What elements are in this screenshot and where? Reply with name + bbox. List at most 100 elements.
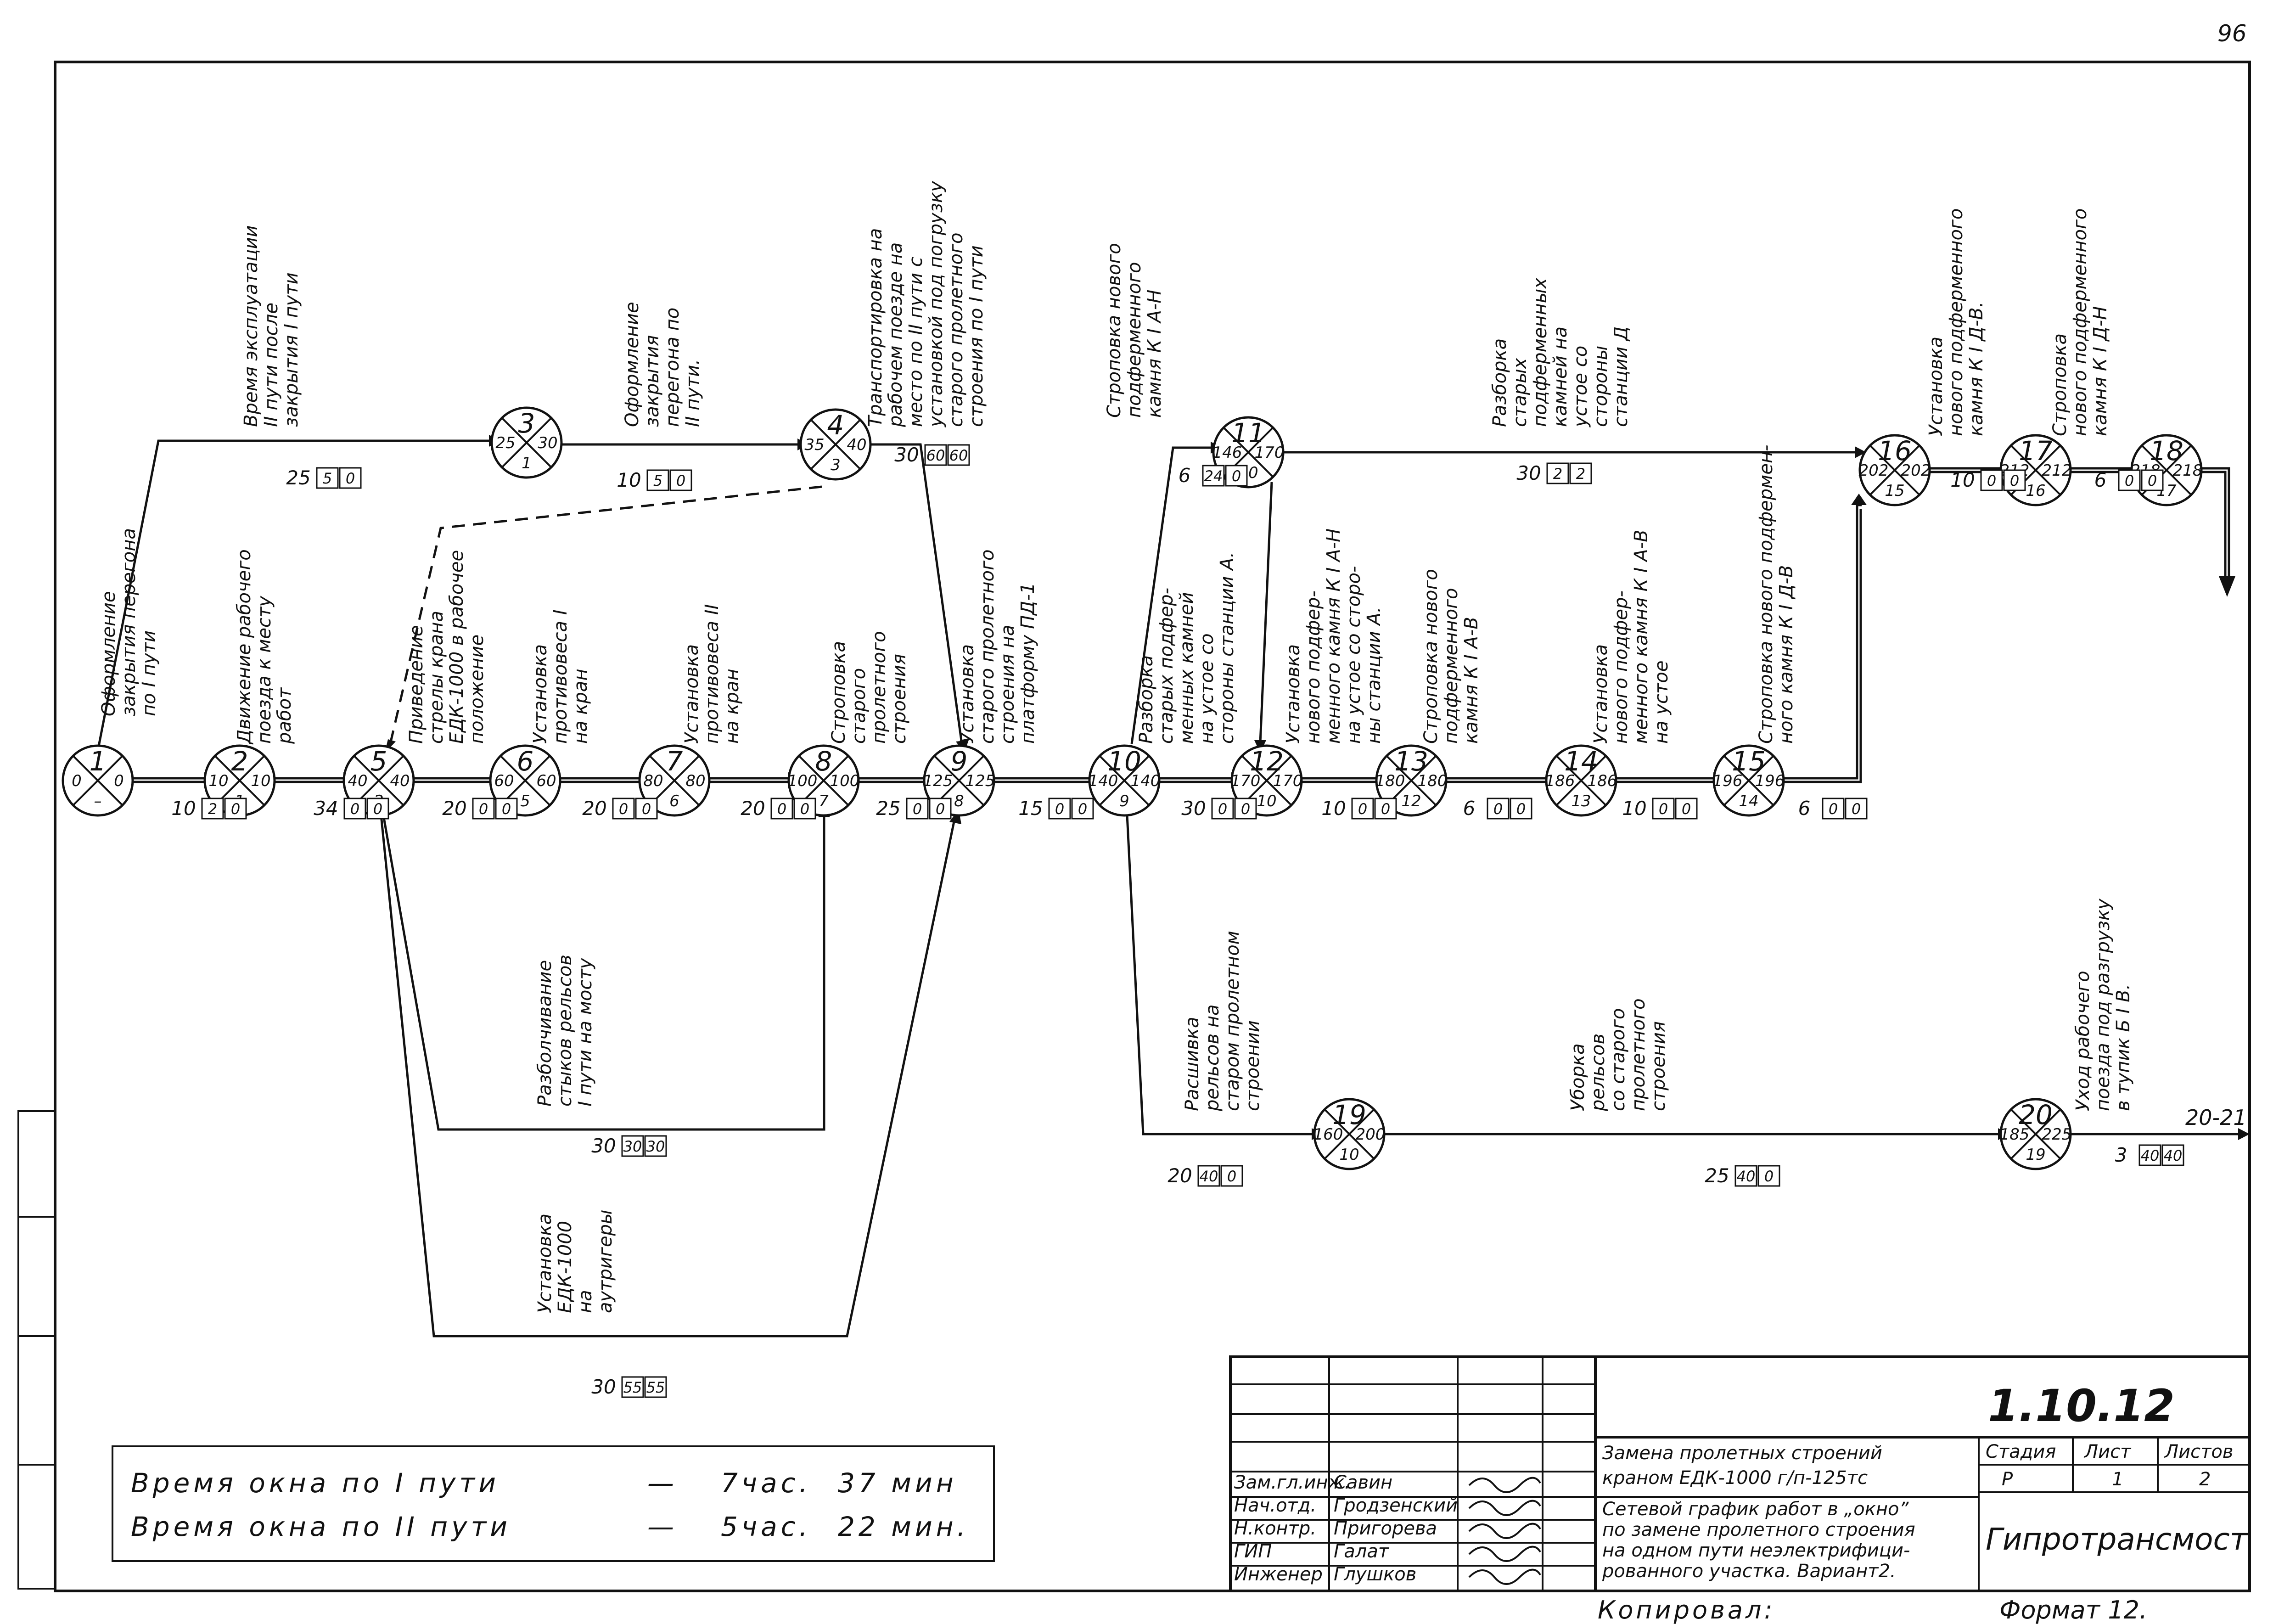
node-number: 19	[1332, 1099, 1366, 1130]
node-divider	[501, 417, 552, 468]
node-divider	[353, 755, 404, 806]
resource-box	[1675, 798, 1698, 820]
activity-text-line: на	[575, 1290, 596, 1313]
signature-row: Н.контр.Пригорева	[1234, 1518, 1541, 1539]
resource-box	[1546, 462, 1569, 484]
node-number: 5	[370, 746, 387, 777]
node-early-time: 80	[643, 772, 663, 790]
activity-text-line: подферменного	[1124, 262, 1145, 418]
activity-text-line: нового подферменного	[2070, 208, 2091, 436]
activity-text-line: Установка	[1590, 644, 1611, 744]
activity-text-line: закрытия	[642, 335, 663, 427]
resource-value: 0	[1516, 800, 1526, 818]
resource-value: 0	[2010, 472, 2019, 489]
activity-duration: 10	[1321, 797, 1346, 820]
activity-text-line: Разборка	[1489, 338, 1510, 427]
stage-value: Р	[2002, 1469, 2013, 1490]
activity-duration: 15	[1018, 797, 1043, 820]
activity-text-line: со старого	[1608, 1008, 1629, 1111]
activity-text-line: строения	[889, 654, 910, 744]
activity-duration: 20	[442, 797, 466, 820]
activity-text-line: Разборка	[1136, 655, 1157, 744]
window-time-row1-minutes: 37 мин	[838, 1467, 957, 1499]
resource-value: 0	[1852, 800, 1861, 818]
activity-text-line: поезда к месту	[254, 596, 275, 744]
format-label: Формат 12.	[1999, 1596, 2147, 1624]
stage-header: Стадия	[1986, 1441, 2056, 1462]
node-early-time: 25	[495, 434, 515, 452]
activity-duration: 25	[876, 797, 900, 820]
activity-duration: 30	[591, 1135, 616, 1157]
node-late-time: 80	[685, 772, 705, 790]
activity-text-line: работ	[274, 687, 295, 744]
sheet-header: Лист	[2083, 1441, 2132, 1462]
activity-text-line: положение	[466, 635, 488, 744]
sheet-value: 1	[2112, 1469, 2123, 1490]
resource-value: 0	[1055, 800, 1064, 818]
activity-text-line: закрытия перегона	[118, 528, 140, 716]
node-number: 17	[2019, 435, 2053, 466]
activity-text-line: II пути.	[682, 359, 703, 427]
activity-text-line: Установка	[530, 644, 551, 744]
activity-duration: 30	[894, 444, 919, 466]
resource-value: 5	[653, 472, 662, 489]
node-number: 20	[2019, 1099, 2053, 1130]
signature-role: Зам.гл.инж.	[1234, 1472, 1350, 1493]
activity-text-line: менного камня К I А-В	[1631, 530, 1652, 744]
node-number: 16	[1878, 435, 1912, 466]
window-time-row2-dash: —	[647, 1511, 678, 1542]
node-number: 14	[1564, 746, 1598, 777]
node-predecessor: 8	[954, 792, 964, 810]
node-predecessor: 13	[1571, 792, 1591, 810]
node-predecessor: 1	[522, 454, 532, 472]
drawing-frame	[54, 61, 2251, 1592]
resource-value: 30	[623, 1138, 642, 1155]
activity-text-line: старого пролетного	[977, 550, 998, 744]
signature-name: Пригорева	[1334, 1518, 1437, 1539]
resource-value: 2	[1553, 465, 1562, 483]
resource-value: 55	[623, 1379, 642, 1396]
activity-text-line: на кран	[722, 669, 743, 744]
node-late-time: 212	[2042, 461, 2072, 480]
node-late-time: 0	[114, 772, 124, 790]
activity-text-line: Уборка	[1567, 1043, 1588, 1111]
signature-scribble	[1468, 1500, 1541, 1516]
activity-text-line: на устое со сторо-	[1343, 566, 1364, 744]
activity-text-line: стороны станции А.	[1217, 552, 1238, 744]
activity-duration: 10	[1950, 469, 1975, 491]
signature-scribble	[1468, 1568, 1541, 1585]
activity-text-line: ЕДК-1000 в рабочее	[446, 550, 467, 744]
activity-text-line: менного камня К I А-Н	[1323, 528, 1344, 744]
resource-box	[366, 798, 389, 820]
resource-box	[612, 798, 635, 820]
resource-box	[1569, 462, 1592, 484]
signature-name: Савин	[1334, 1472, 1392, 1493]
activity-text-line: подферменного	[1441, 588, 1462, 744]
resource-value: 0	[1358, 800, 1367, 818]
resource-box	[495, 798, 518, 820]
node-divider	[1241, 755, 1292, 806]
resource-value: 0	[1241, 800, 1250, 818]
activity-text-line: нового подфер-	[1303, 590, 1324, 744]
resource-box	[644, 1135, 667, 1157]
resource-value: 0	[1227, 1168, 1236, 1185]
activity-text-line: менных камней	[1176, 592, 1197, 744]
activity-text-line: строения по I пути	[966, 245, 987, 427]
node-early-time: 140	[1089, 772, 1118, 790]
node-late-time: 140	[1131, 772, 1161, 790]
activity-text-line: рельсов на	[1202, 1004, 1223, 1112]
resource-box	[339, 467, 362, 489]
